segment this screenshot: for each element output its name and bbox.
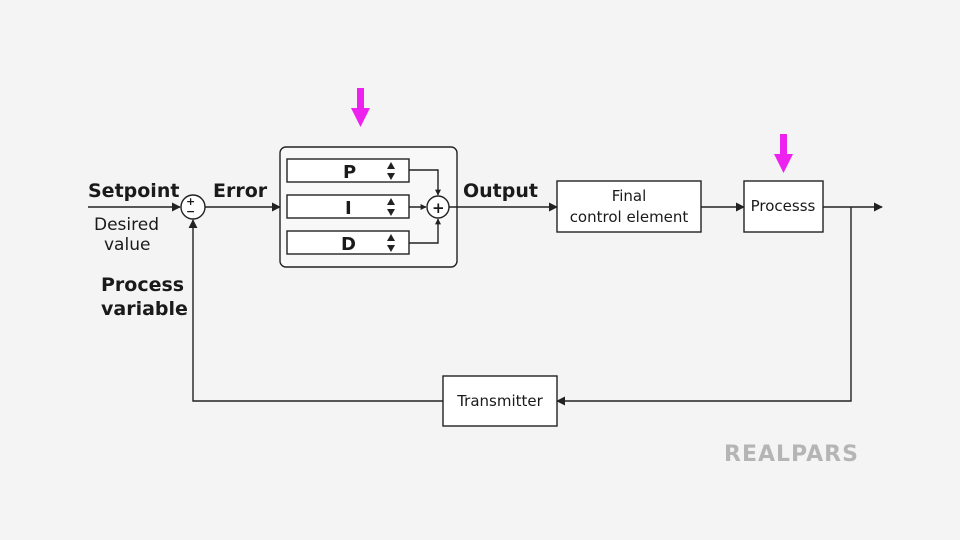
final-control-element-label-line1: Final xyxy=(612,187,647,205)
d-to-sum-line xyxy=(409,218,441,244)
i-term-label: I xyxy=(345,198,352,219)
feedback-line-left xyxy=(188,219,443,402)
final-control-element-label-line2: control element xyxy=(570,208,689,226)
process-block xyxy=(743,180,824,233)
p-term-adjust-icon[interactable] xyxy=(387,162,395,180)
transmitter-block xyxy=(442,375,558,427)
pid-sum-plus: + xyxy=(432,199,445,217)
process-variable-label-line2: variable xyxy=(101,298,188,320)
setpoint-label: Setpoint xyxy=(88,180,179,202)
d-term-adjust-icon[interactable] xyxy=(387,234,395,252)
desired-value-label-line1: Desired xyxy=(94,215,159,235)
final-control-element-block xyxy=(556,180,702,233)
d-term-label: D xyxy=(341,234,356,255)
output-label: Output xyxy=(463,180,538,202)
process-variable-label-line1: Process xyxy=(101,274,184,296)
error-label: Error xyxy=(213,180,268,202)
feedback-line-right xyxy=(556,207,852,406)
process-highlight-arrow xyxy=(774,134,793,173)
summing-minus-sign: − xyxy=(186,205,195,218)
transmitter-label: Transmitter xyxy=(456,392,543,410)
realpars-logo: REALPARS xyxy=(724,442,859,467)
desired-value-label-line2: value xyxy=(104,235,150,255)
i-term-adjust-icon[interactable] xyxy=(387,198,395,216)
summing-plus-sign: + xyxy=(186,195,195,208)
p-to-sum-line xyxy=(409,169,441,196)
p-term-label: P xyxy=(343,162,356,183)
pid-highlight-arrow xyxy=(351,88,370,127)
process-block-label: Processs xyxy=(751,197,816,215)
